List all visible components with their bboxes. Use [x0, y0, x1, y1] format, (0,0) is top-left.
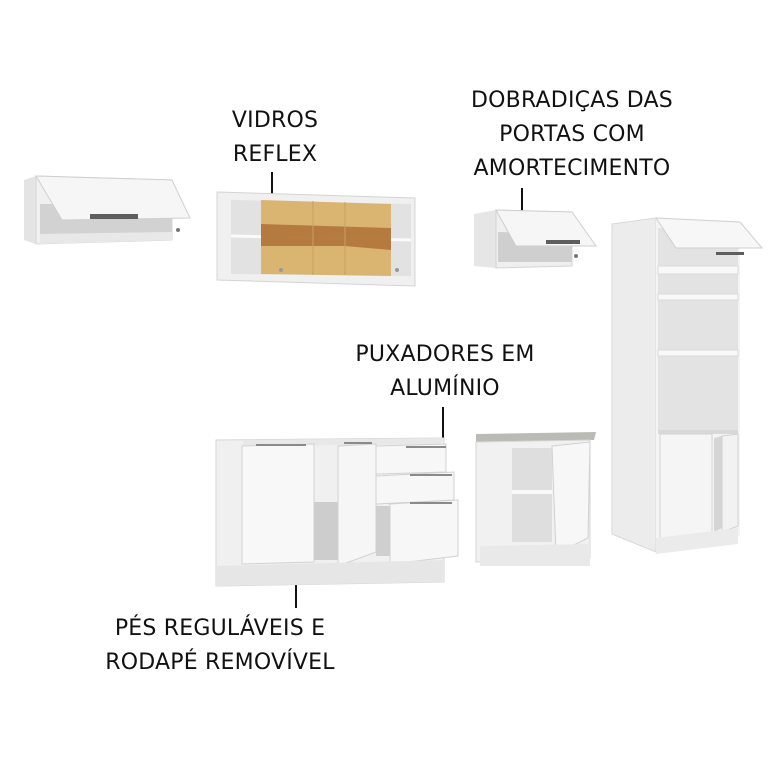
wall-cabinet-flip-door-small	[472, 208, 598, 272]
base-cabinet-countertop	[472, 428, 598, 570]
tall-oven-tower	[610, 216, 766, 558]
callout-vidros-line1: VIDROS	[231, 108, 319, 133]
leader-line-dobradicas	[521, 188, 523, 218]
callout-dobradicas-line3: AMORTECIMENTO	[473, 156, 671, 181]
callout-puxadores-line1: PUXADORES EM	[355, 342, 535, 367]
callout-vidros-line2: REFLEX	[232, 142, 318, 167]
base-cabinet-doors-drawers	[214, 436, 464, 592]
wall-cabinet-flip-door-left	[22, 174, 192, 252]
wall-cabinet-glass-sliding	[215, 190, 421, 290]
callout-puxadores-line2: ALUMÍNIO	[390, 376, 500, 401]
callout-pes-regulaveis: PÉS REGULÁVEIS E RODAPÉ REMOVÍVEL	[90, 612, 350, 680]
leader-line-pes	[295, 578, 297, 608]
callout-dobradicas-line1: DOBRADIÇAS DAS	[471, 88, 673, 113]
callout-vidros-reflex: VIDROS REFLEX	[220, 104, 330, 172]
callout-dobradicas: DOBRADIÇAS DAS PORTAS COM AMORTECIMENTO	[452, 84, 692, 186]
callout-pes-line1: PÉS REGULÁVEIS E	[114, 616, 326, 641]
callout-pes-line2: RODAPÉ REMOVÍVEL	[105, 650, 335, 675]
callout-dobradicas-line2: PORTAS COM	[499, 122, 645, 147]
callout-puxadores: PUXADORES EM ALUMÍNIO	[340, 338, 550, 406]
